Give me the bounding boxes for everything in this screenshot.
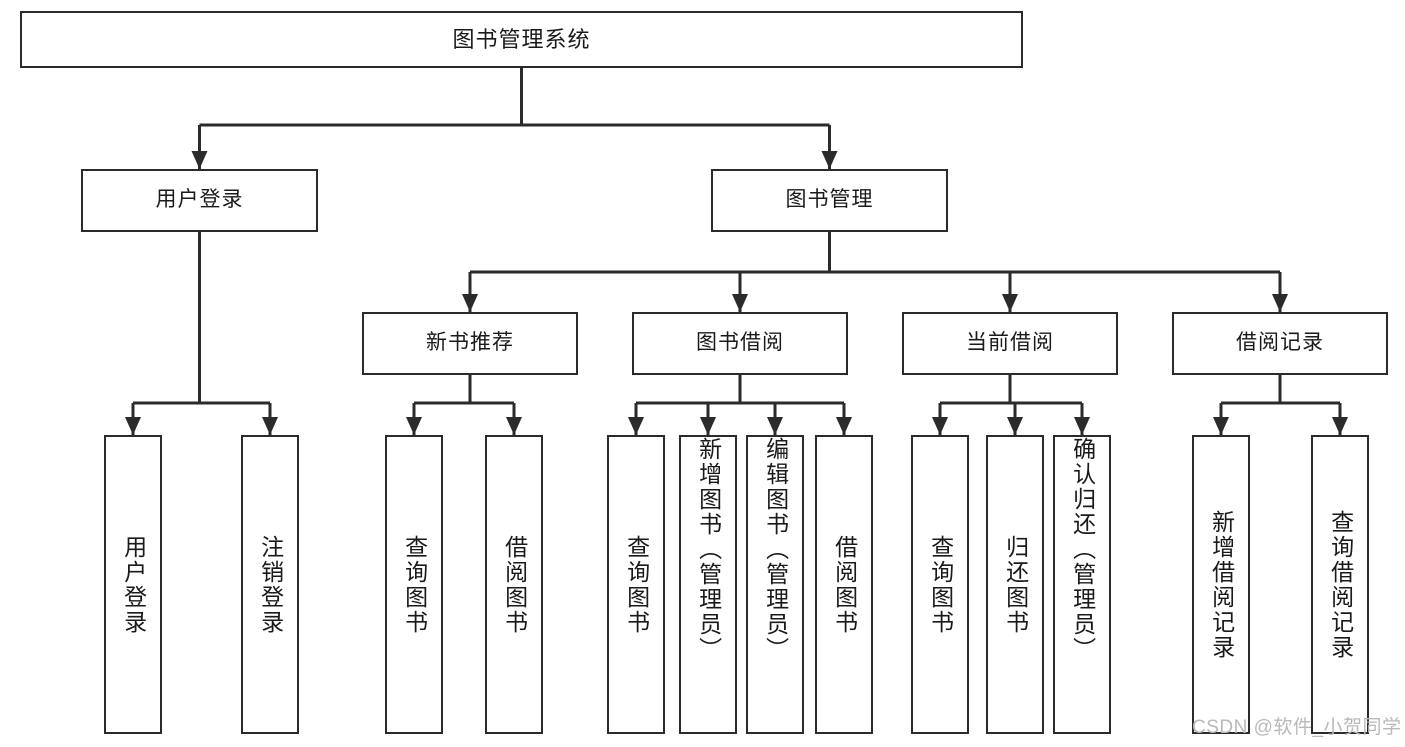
- node-label-leaf-borrow-book-1: 借阅图书: [501, 534, 528, 635]
- watermark-text: CSDN @软件_小贺同学: [1192, 717, 1402, 738]
- node-book-manage[interactable]: 图书管理: [711, 169, 948, 232]
- connector-arrowhead: [506, 417, 522, 435]
- connector-arrowhead: [1332, 417, 1348, 435]
- node-user-login[interactable]: 用户登录: [81, 169, 318, 232]
- node-label-leaf-add-book: 新增图书（管理员）: [695, 437, 722, 662]
- node-label-leaf-borrow-book-2: 借阅图书: [831, 534, 858, 635]
- connector-arrowhead: [628, 417, 644, 435]
- node-label-leaf-return-book: 归还图书: [1002, 534, 1029, 635]
- node-leaf-borrow-book-1[interactable]: 借阅图书: [485, 435, 543, 734]
- node-label-book-manage: 图书管理: [785, 188, 874, 212]
- node-label-book-borrow: 图书借阅: [696, 331, 784, 355]
- node-leaf-borrow-book-2[interactable]: 借阅图书: [815, 435, 873, 734]
- connector-arrowhead: [191, 151, 208, 169]
- node-label-user-login: 用户登录: [155, 188, 244, 212]
- node-label-leaf-user-logout: 注销登录: [257, 534, 284, 635]
- node-label-leaf-query-book-2: 查询图书: [623, 534, 650, 635]
- node-book-borrow[interactable]: 图书借阅: [632, 312, 848, 375]
- node-current-borrow[interactable]: 当前借阅: [902, 312, 1118, 375]
- connector-arrowhead: [932, 417, 948, 435]
- connector-arrowhead: [406, 417, 422, 435]
- connector-arrowhead: [767, 417, 783, 435]
- node-leaf-query-book-1[interactable]: 查询图书: [385, 435, 443, 734]
- node-leaf-query-book-3[interactable]: 查询图书: [911, 435, 969, 734]
- node-label-root: 图书管理系统: [452, 26, 591, 52]
- connector-arrowhead: [1074, 417, 1090, 435]
- connector-arrowhead: [125, 417, 141, 435]
- connector-arrowhead: [462, 294, 478, 312]
- node-new-book-recommend[interactable]: 新书推荐: [362, 312, 578, 375]
- connector-arrowhead: [1272, 294, 1288, 312]
- node-leaf-query-book-2[interactable]: 查询图书: [607, 435, 665, 734]
- node-leaf-edit-book[interactable]: 编辑图书（管理员）: [746, 435, 804, 734]
- node-leaf-user-logout[interactable]: 注销登录: [241, 435, 299, 734]
- connector-arrowhead: [1007, 417, 1023, 435]
- node-label-borrow-record: 借阅记录: [1236, 331, 1324, 355]
- node-borrow-record[interactable]: 借阅记录: [1172, 312, 1388, 375]
- connector-arrowhead: [821, 151, 838, 169]
- node-label-leaf-user-login: 用户登录: [120, 534, 147, 635]
- connector-arrowhead: [732, 294, 748, 312]
- node-root[interactable]: 图书管理系统: [20, 11, 1023, 68]
- node-label-leaf-confirm-return: 确认归还（管理员）: [1069, 437, 1096, 662]
- node-leaf-query-record[interactable]: 查询借阅记录: [1311, 435, 1369, 734]
- node-leaf-add-record[interactable]: 新增借阅记录: [1192, 435, 1250, 734]
- connector-arrowhead: [1213, 417, 1229, 435]
- node-leaf-add-book[interactable]: 新增图书（管理员）: [679, 435, 737, 734]
- node-label-leaf-query-book-1: 查询图书: [401, 534, 428, 635]
- connector-arrowhead: [262, 417, 278, 435]
- node-label-current-borrow: 当前借阅: [966, 331, 1054, 355]
- node-label-leaf-edit-book: 编辑图书（管理员）: [762, 437, 789, 662]
- node-label-leaf-query-record: 查询借阅记录: [1327, 509, 1354, 660]
- connector-arrowhead: [836, 417, 852, 435]
- connector-arrowhead: [700, 417, 716, 435]
- node-leaf-return-book[interactable]: 归还图书: [986, 435, 1044, 734]
- connector-arrowhead: [1002, 294, 1018, 312]
- node-label-leaf-add-record: 新增借阅记录: [1208, 509, 1235, 660]
- node-label-leaf-query-book-3: 查询图书: [927, 534, 954, 635]
- node-leaf-confirm-return[interactable]: 确认归还（管理员）: [1053, 435, 1111, 734]
- node-label-new-book-recommend: 新书推荐: [426, 331, 514, 355]
- node-leaf-user-login[interactable]: 用户登录: [104, 435, 162, 734]
